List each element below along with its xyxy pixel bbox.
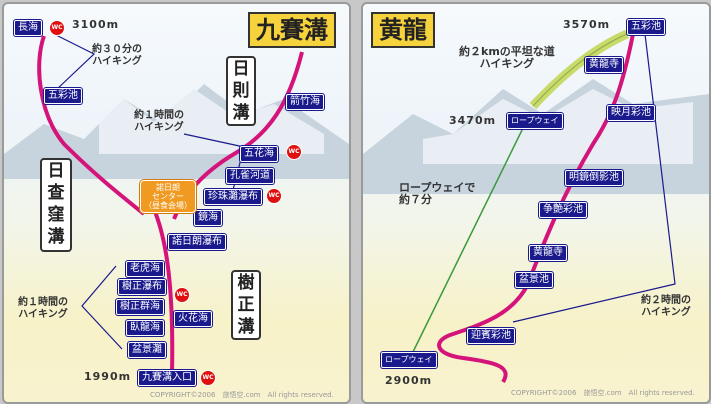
altitude-bottom: 2900m (385, 374, 433, 387)
spot-penjingchi[interactable]: 盆景池 (515, 272, 553, 288)
route-ropeway (410, 123, 526, 357)
valley-rize: 日 則 溝 (226, 56, 256, 126)
route-shuzheng (152, 208, 175, 375)
spot-shuzheng-falls[interactable]: 樹正瀑布 (118, 279, 166, 295)
altitude-ropeway: 3470m (449, 114, 497, 127)
spot-ropeway-bottom[interactable]: ロープウェイ (381, 352, 437, 368)
spot-laohuhai[interactable]: 老虎海 (126, 261, 164, 277)
spot-kongque[interactable]: 孔雀河道 (226, 168, 274, 184)
spot-shuzheng-qunhai[interactable]: 樹正群海 (116, 299, 164, 315)
spot-jinghai[interactable]: 鏡海 (194, 210, 222, 226)
note-hike-30min: 約３０分の ハイキング (92, 44, 142, 67)
spot-wucaichi[interactable]: 五彩池 (44, 88, 82, 104)
note-hike-2h: 約２時間の ハイキング (641, 295, 691, 318)
spot-penjingtan[interactable]: 盆景灘 (128, 342, 166, 358)
nuorilang-center[interactable]: 諾日朗 センター （昼食会場） (140, 180, 196, 213)
altitude-top: 3100m (72, 18, 120, 31)
note-hike-1h-left: 約１時間の ハイキング (18, 297, 68, 320)
spot-ropeway-top[interactable]: ロープウェイ (507, 113, 563, 129)
wc-icon: WC (286, 144, 302, 160)
spot-wolonghai[interactable]: 臥龍海 (126, 320, 164, 336)
spot-yingbin[interactable]: 迎賓彩池 (467, 328, 515, 344)
copyright: COPYRIGHT©2006 旅悟空.com All rights reserv… (150, 391, 334, 399)
spot-huanglongsi[interactable]: 黄龍寺 (529, 245, 567, 261)
altitude-bottom: 1990m (84, 370, 132, 383)
valley-shuzheng: 樹 正 溝 (231, 270, 261, 340)
hike-bracket-2h (512, 33, 676, 323)
huanglong-map-panel: 黄龍 3570m 3470m 2900m 五彩池 約２kmの平坦な道 ハイキング… (361, 2, 711, 404)
spot-entrance[interactable]: 九賽溝入口 (138, 370, 196, 386)
hike-bracket-30 (53, 33, 96, 91)
spot-huohuahai[interactable]: 火花海 (174, 311, 212, 327)
wc-icon: WC (174, 287, 190, 303)
copyright: COPYRIGHT©2006 旅悟空.com All rights reserv… (511, 389, 695, 397)
spot-nuorilang-falls[interactable]: 諾日朗瀑布 (168, 234, 226, 250)
wc-icon: WC (200, 370, 216, 386)
huanglong-title: 黄龍 (371, 12, 435, 48)
hike-bracket-1h-left (81, 265, 123, 350)
spot-changhai[interactable]: 長海 (14, 20, 42, 36)
note-ropeway-7min: ロープウェイで 約７分 (399, 181, 476, 206)
spot-mingjing[interactable]: 明鏡倒影池 (565, 170, 623, 186)
spot-jianzhuhai[interactable]: 箭竹海 (286, 94, 324, 110)
spot-huanglongsi-top[interactable]: 黄龍寺 (585, 57, 623, 73)
route-flat-path-line (532, 33, 628, 107)
spot-yingyue[interactable]: 映月彩池 (607, 105, 655, 121)
route-changhai (37, 35, 146, 216)
spot-wucaichi[interactable]: 五彩池 (627, 19, 665, 35)
spot-zhengyan[interactable]: 争艶彩池 (539, 202, 587, 218)
spot-wuhuahai[interactable]: 五花海 (240, 146, 278, 162)
note-hike-1h-top: 約１時間の ハイキング (134, 110, 184, 133)
jiuzhaigou-title: 九賽溝 (248, 12, 336, 48)
altitude-top: 3570m (563, 18, 611, 31)
wc-icon: WC (49, 20, 65, 36)
note-flat-hike: 約２kmの平坦な道 ハイキング (459, 45, 555, 70)
mountain-snow (99, 89, 324, 154)
jiuzhaigou-map-panel: 九賽溝 3100m 1990m 長海 WC 約３０分の ハイキング 五彩池 日 … (2, 2, 351, 404)
valley-zechawa: 日 查 窪 溝 (40, 158, 72, 252)
wc-icon: WC (266, 188, 282, 204)
spot-zhenzhutan[interactable]: 珍珠灘瀑布 (204, 189, 262, 205)
route-hiking (437, 33, 635, 384)
